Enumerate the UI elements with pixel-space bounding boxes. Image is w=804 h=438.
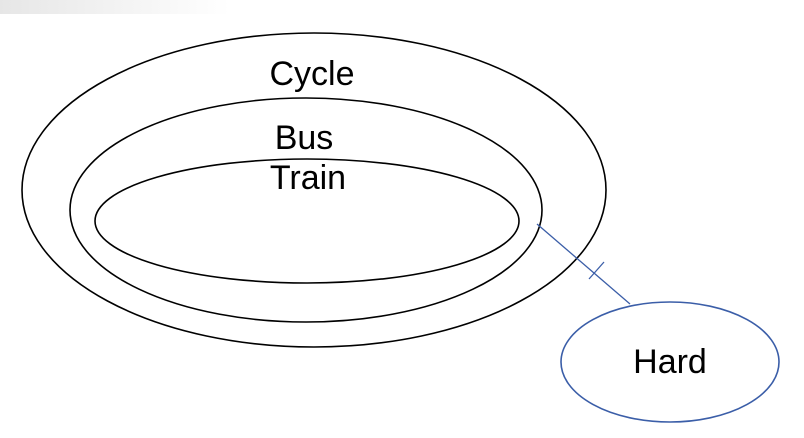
connector-line	[536, 223, 631, 305]
train-label: Train	[270, 159, 346, 197]
cycle-ellipse	[21, 32, 607, 348]
bus-label: Bus	[275, 119, 334, 157]
hard-label: Hard	[633, 343, 707, 381]
top-shading	[0, 0, 230, 14]
train-ellipse	[94, 158, 520, 284]
cycle-label: Cycle	[269, 55, 354, 93]
connector-tick	[588, 261, 605, 280]
hard-ellipse	[560, 301, 780, 423]
bus-ellipse	[69, 97, 543, 323]
